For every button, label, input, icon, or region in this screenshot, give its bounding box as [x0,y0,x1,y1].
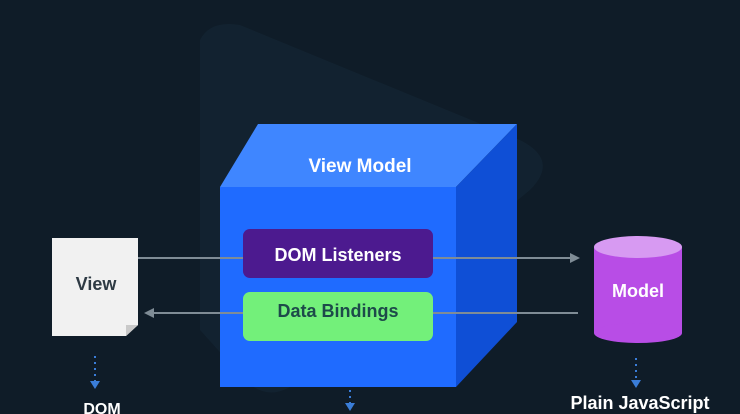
data-bindings-box [243,292,433,341]
view-model-label: View Model [308,156,412,177]
dom-caption: DOM [83,401,121,414]
view-document-icon [52,238,138,336]
model-label: Model [612,281,664,301]
view-model-cube [220,124,517,387]
view-label: View [75,274,117,294]
data-bindings-label: Data Bindings [277,301,399,321]
plain-javascript-caption: Plain JavaScript [570,393,710,413]
view-dom-dotted-arrow [90,356,100,389]
model-database-icon [594,236,682,343]
model-dotted-arrow [631,358,641,388]
view-model-dotted-arrow [345,390,355,411]
dom-listeners-label: DOM Listeners [274,245,402,265]
listener-arrow [138,253,580,263]
binding-arrow [144,308,578,318]
dom-listeners-box [243,229,433,278]
